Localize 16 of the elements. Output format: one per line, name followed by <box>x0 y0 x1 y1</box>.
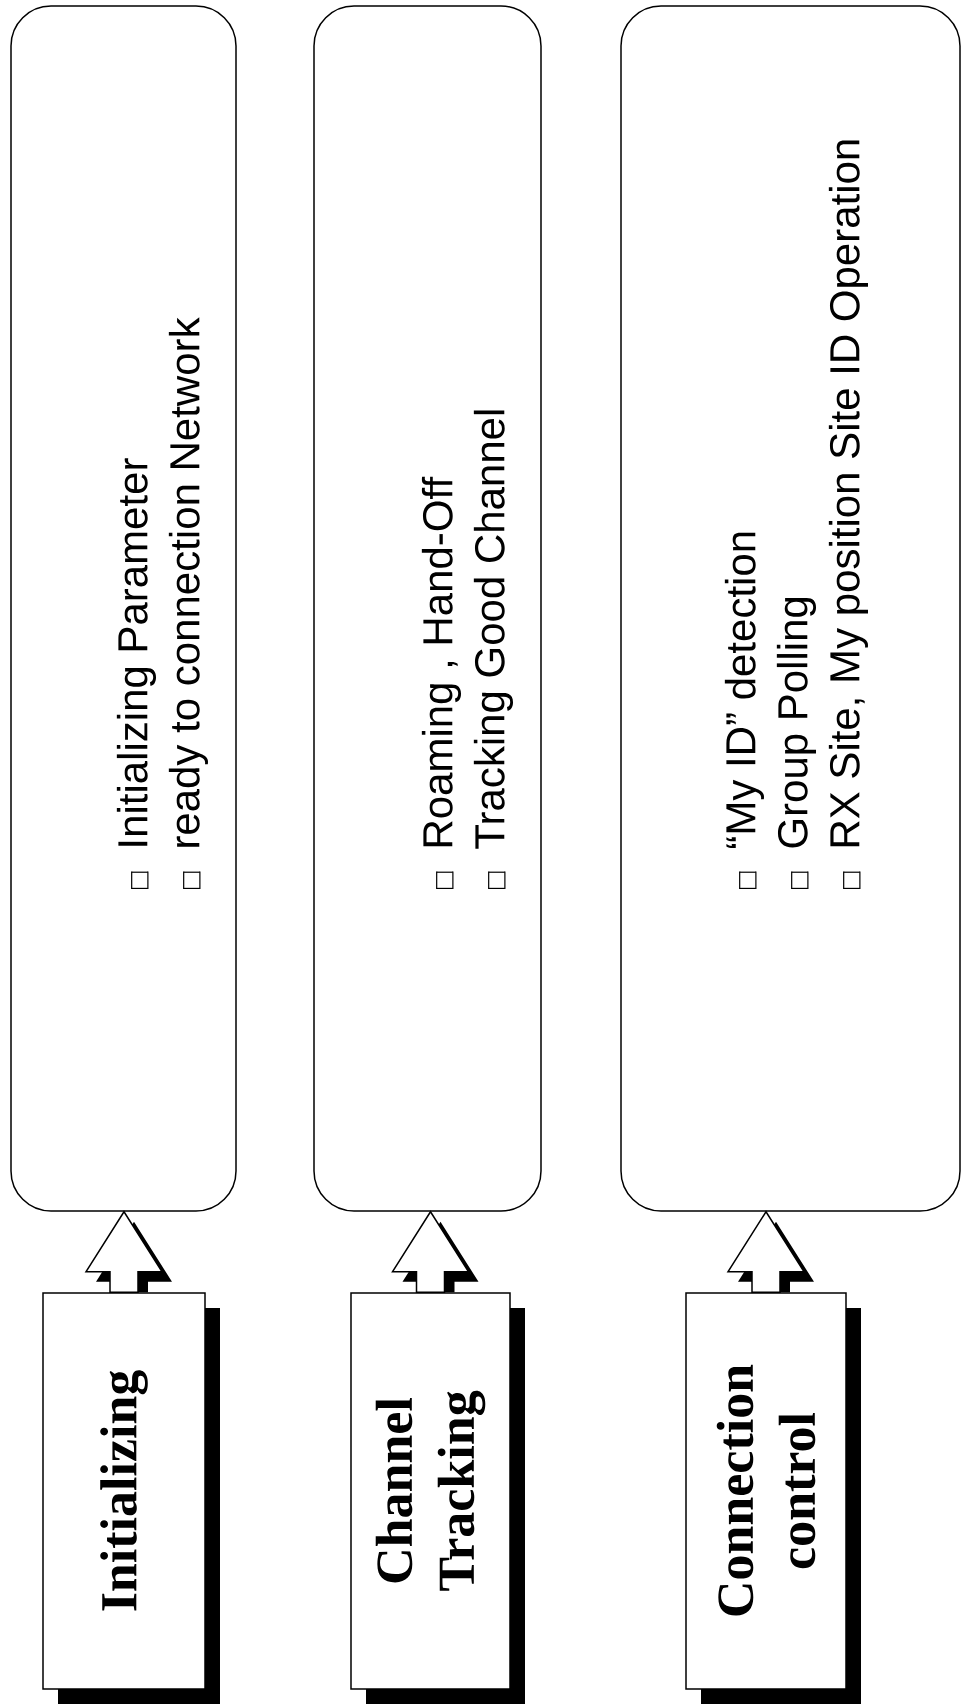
block-arrow <box>726 1210 814 1293</box>
label-box: Connection control <box>685 1292 861 1704</box>
list-item: RX Site, My position Site ID Operation <box>828 140 868 847</box>
rounded-box <box>620 5 961 1212</box>
list-item: ready to connection Network <box>168 317 208 847</box>
block-arrow <box>84 1210 172 1293</box>
list-item: Roaming , Hand-Off <box>421 476 461 847</box>
list-item: Tracking Good Channel <box>473 410 513 849</box>
list-item: Group Polling <box>776 597 816 848</box>
label-box: Initializing <box>42 1292 220 1704</box>
block-arrow <box>391 1210 479 1293</box>
list-item: “My ID” detection <box>724 532 764 849</box>
rounded-box <box>10 5 237 1212</box>
label-box: Channel Tracking <box>350 1292 525 1704</box>
list-item: Initializing Parameter <box>116 458 156 846</box>
rounded-box <box>313 5 542 1212</box>
